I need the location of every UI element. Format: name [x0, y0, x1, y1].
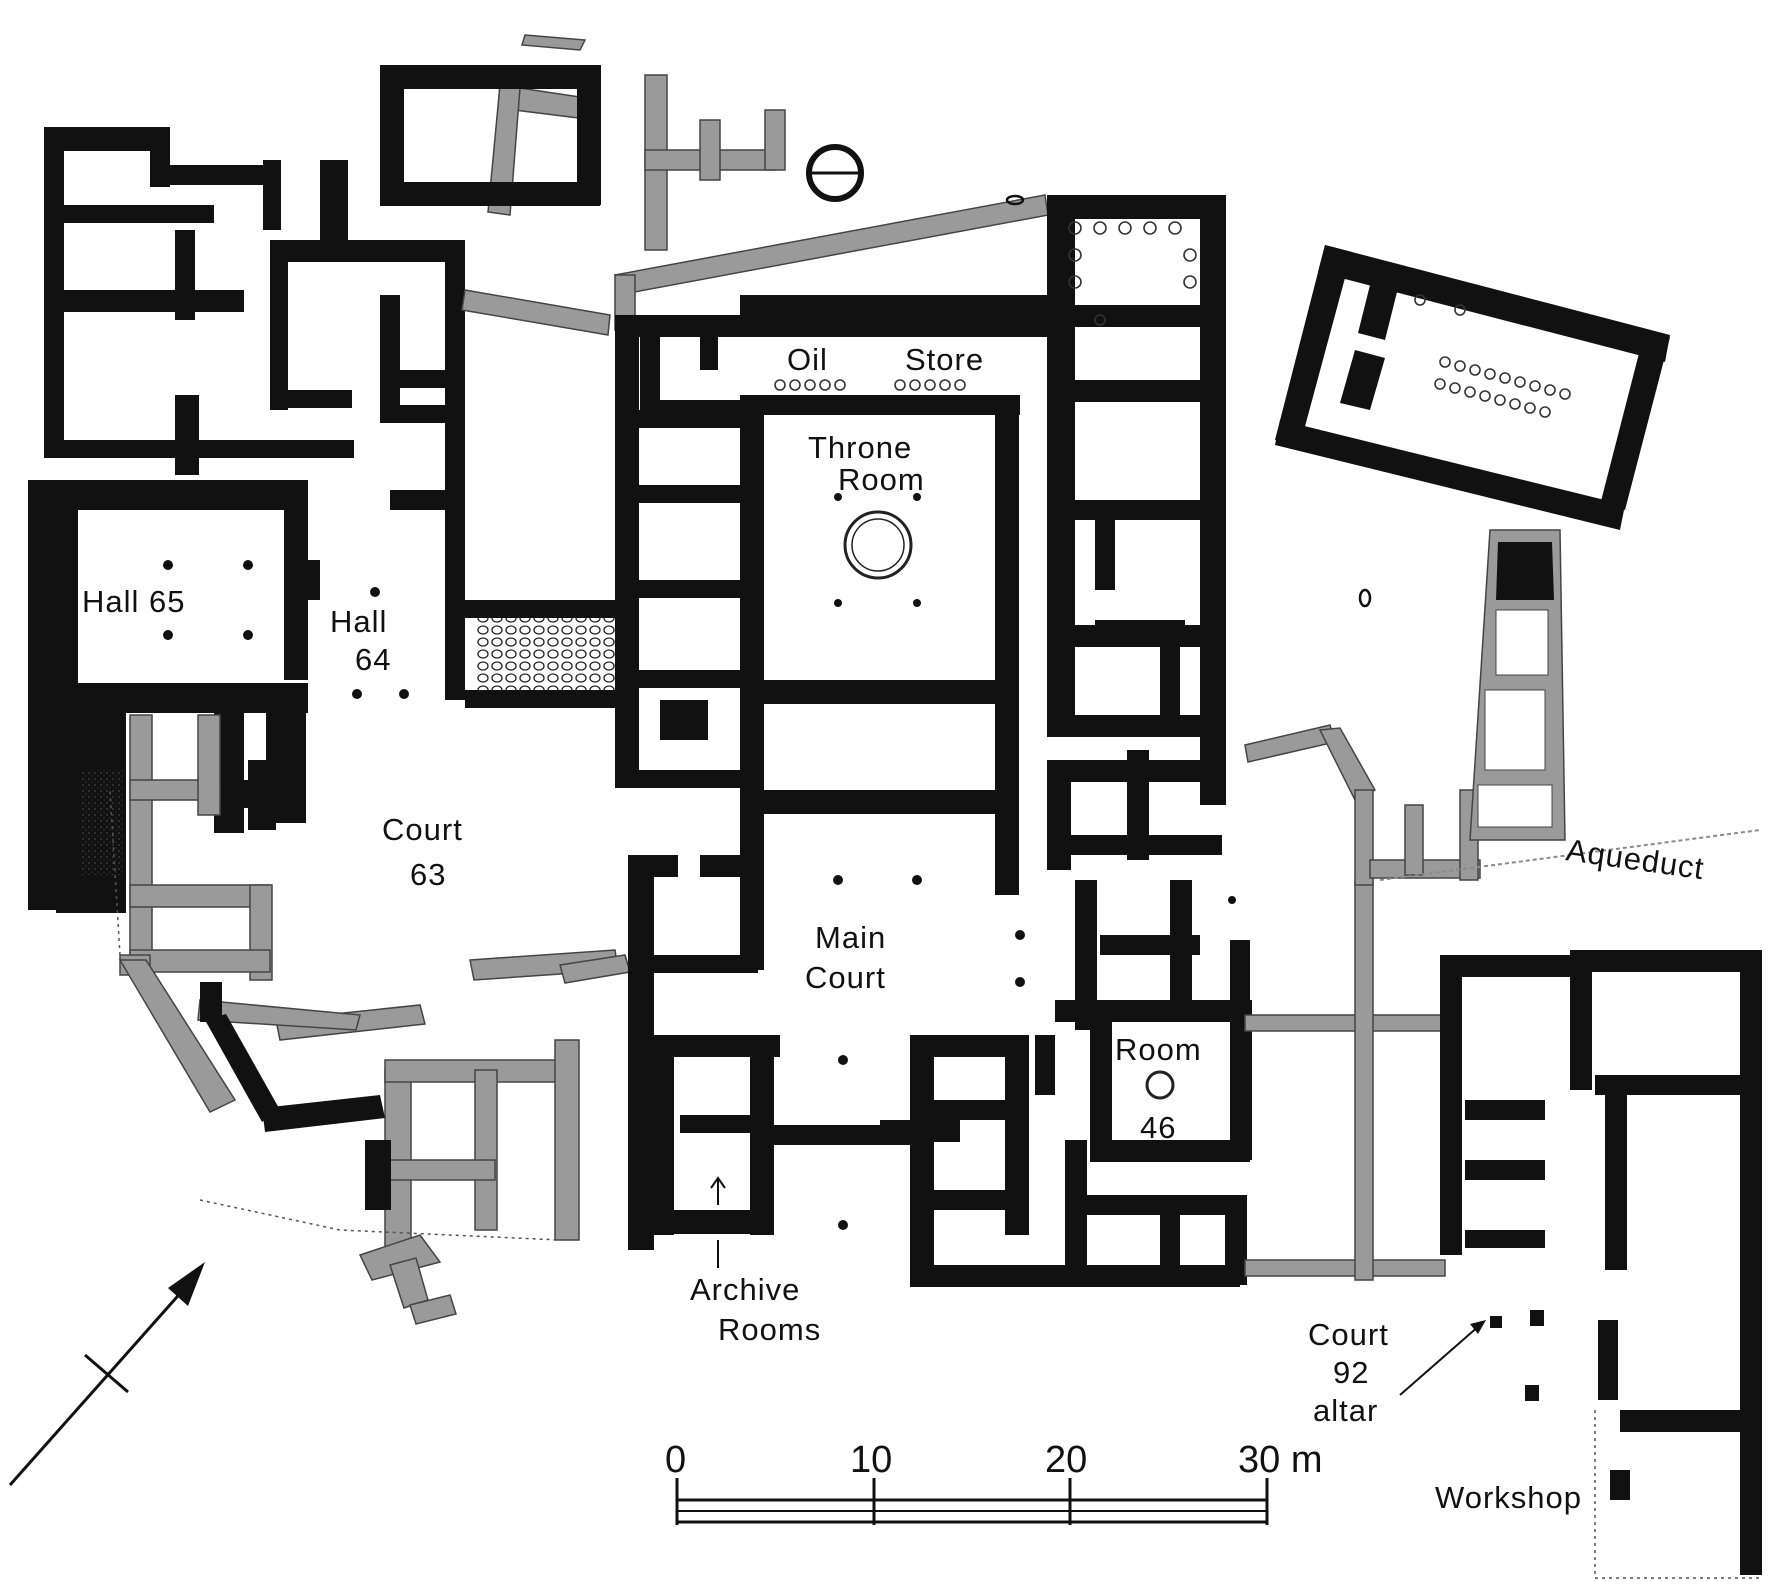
label-hall65: Hall 65	[82, 584, 186, 619]
label-hall64-1: Hall	[330, 604, 387, 639]
pointer-arrow-icon	[1399, 1324, 1481, 1396]
label-store: Store	[905, 342, 984, 377]
stippled-area-west	[82, 770, 124, 875]
storage-jars	[774, 221, 1571, 418]
label-aqueduct: Aqueduct	[1564, 832, 1707, 886]
label-court92-1: Court	[1308, 1317, 1389, 1352]
scale-tick-0: 0	[665, 1439, 686, 1481]
dashed-line-sw	[199, 1199, 561, 1241]
dashed-wall-workshop	[1594, 1410, 1760, 1579]
label-court63-1: Court	[382, 812, 463, 847]
workshop-building	[1440, 950, 1762, 1575]
label-main-court-2: Court	[805, 960, 886, 995]
label-workshop: Workshop	[1435, 1480, 1582, 1515]
restored-walls-west	[118, 714, 631, 1325]
label-court63-2: 63	[410, 857, 446, 892]
arrow-icon	[8, 1262, 205, 1486]
label-court92-3: altar	[1313, 1393, 1378, 1428]
restored-walls-east	[1244, 529, 1566, 1281]
label-archive-1: Archive	[690, 1272, 800, 1307]
label-throne-room-2: Room	[838, 462, 925, 497]
label-main-court-1: Main	[815, 920, 886, 955]
scale-tick-30m: 30 m	[1238, 1439, 1322, 1481]
label-room46-2: 46	[1140, 1110, 1176, 1145]
scale-tick-10: 10	[850, 1439, 892, 1481]
northeast-storeroom	[1275, 245, 1670, 530]
aqueduct-line	[1379, 829, 1761, 881]
well-icon	[806, 144, 864, 202]
label-archive-2: Rooms	[718, 1312, 821, 1347]
label-court92-2: 92	[1333, 1355, 1369, 1390]
north-building	[380, 65, 601, 206]
black-walls-southwest	[200, 982, 391, 1210]
column-bases	[163, 493, 1236, 1230]
scale-tick-20: 20	[1045, 1439, 1087, 1481]
room46-circle-icon	[1145, 1070, 1175, 1100]
label-hall64-2: 64	[355, 642, 391, 677]
label-throne-room-1: Throne	[808, 430, 912, 465]
hearth-icon	[843, 510, 913, 580]
label-oil: Oil	[787, 342, 828, 377]
northwest-wing	[28, 127, 465, 913]
scale-bar: 0 10 20 30 m	[665, 1439, 1322, 1525]
main-palace-walls	[615, 195, 1252, 1287]
label-room46-1: Room	[1115, 1032, 1202, 1067]
